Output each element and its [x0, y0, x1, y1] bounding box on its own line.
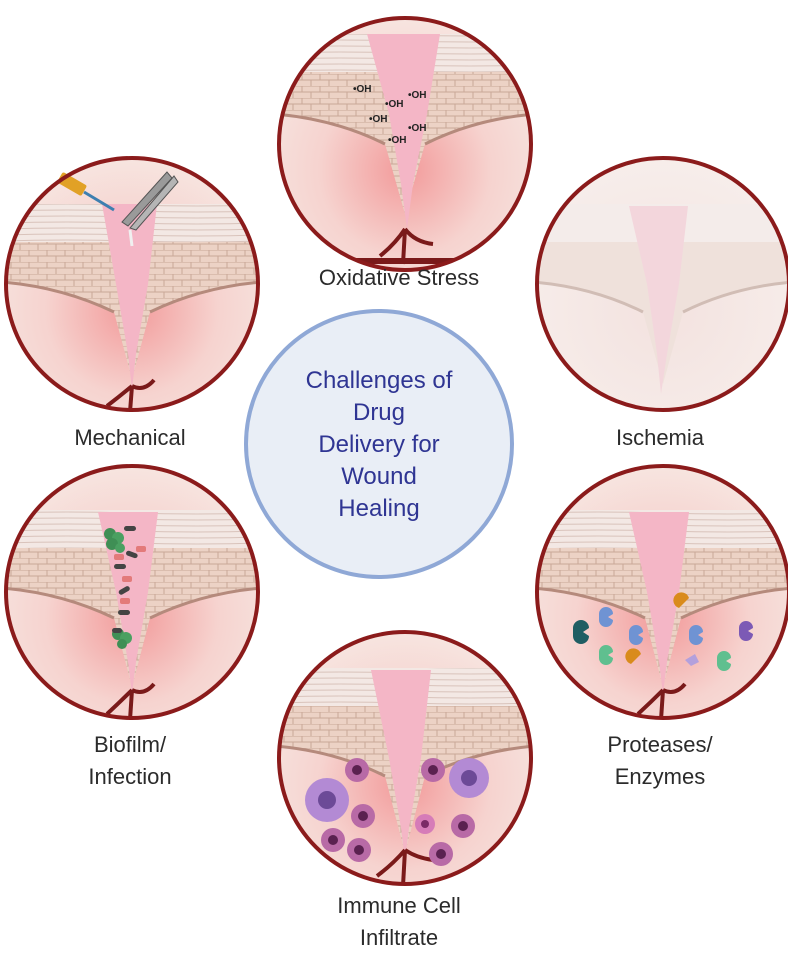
label-line: Biofilm/ [93, 732, 167, 757]
label-ischemia: Ischemia [615, 425, 705, 450]
hydroxyl-radical: •OH [369, 114, 388, 125]
biofilm-illustration [4, 464, 260, 720]
hydroxyl-radical: •OH [385, 99, 404, 110]
panel-biofilm [2, 462, 262, 722]
center-title: Challenges of Drug Delivery for Wound He… [243, 365, 515, 525]
enzyme-icons [573, 592, 753, 671]
proteases-illustration [535, 464, 788, 720]
label-line: Infection [88, 764, 172, 789]
wound-gap [102, 204, 157, 389]
center-title-line: Wound [341, 463, 417, 490]
label-line: Infiltrate [359, 925, 439, 950]
blood-vessel [105, 378, 156, 410]
panel-immune-cell [275, 628, 535, 888]
panel-ring [277, 16, 533, 272]
bacteria-rod-icon [112, 526, 146, 633]
label-line: Enzymes [614, 764, 706, 789]
center-title-line: Drug [352, 399, 406, 426]
hydroxyl-radical: •OH [408, 123, 427, 134]
mechanical-illustration [4, 156, 260, 412]
immune-cells [305, 758, 489, 866]
hydroxyl-radical: •OH [388, 135, 407, 146]
label-line: Proteases/ [607, 732, 713, 757]
center-title-line: Healing [338, 495, 420, 522]
immune-cell-illustration [277, 630, 533, 886]
panel-proteases [533, 462, 788, 722]
label-biofilm: Biofilm/ Infection [0, 729, 260, 793]
label-mechanical: Mechanical [74, 425, 186, 450]
center-title-line: Delivery for [318, 431, 440, 458]
ischemia-illustration [535, 156, 788, 412]
label-line: Immune Cell [337, 893, 461, 918]
label-immune-cell: Immune Cell Infiltrate [269, 890, 529, 954]
panel-ischemia [533, 154, 788, 414]
hydroxyl-radical: •OH [408, 90, 427, 101]
wound-gap [629, 206, 688, 394]
wound-gap [367, 34, 440, 229]
label-proteases: Proteases/ Enzymes [530, 729, 788, 793]
forceps-icon [121, 171, 179, 247]
panel-mechanical [2, 154, 262, 414]
center-title-line: Challenges of [305, 367, 453, 394]
oxidative-stress-illustration: •OH •OH •OH •OH •OH •OH [277, 16, 533, 272]
label-oxidative-stress: Oxidative Stress [318, 265, 480, 290]
center-title-circle [244, 309, 514, 579]
hydroxyl-radical: •OH [353, 84, 372, 95]
panel-oxidative-stress: •OH •OH •OH •OH •OH •OH [275, 14, 535, 274]
